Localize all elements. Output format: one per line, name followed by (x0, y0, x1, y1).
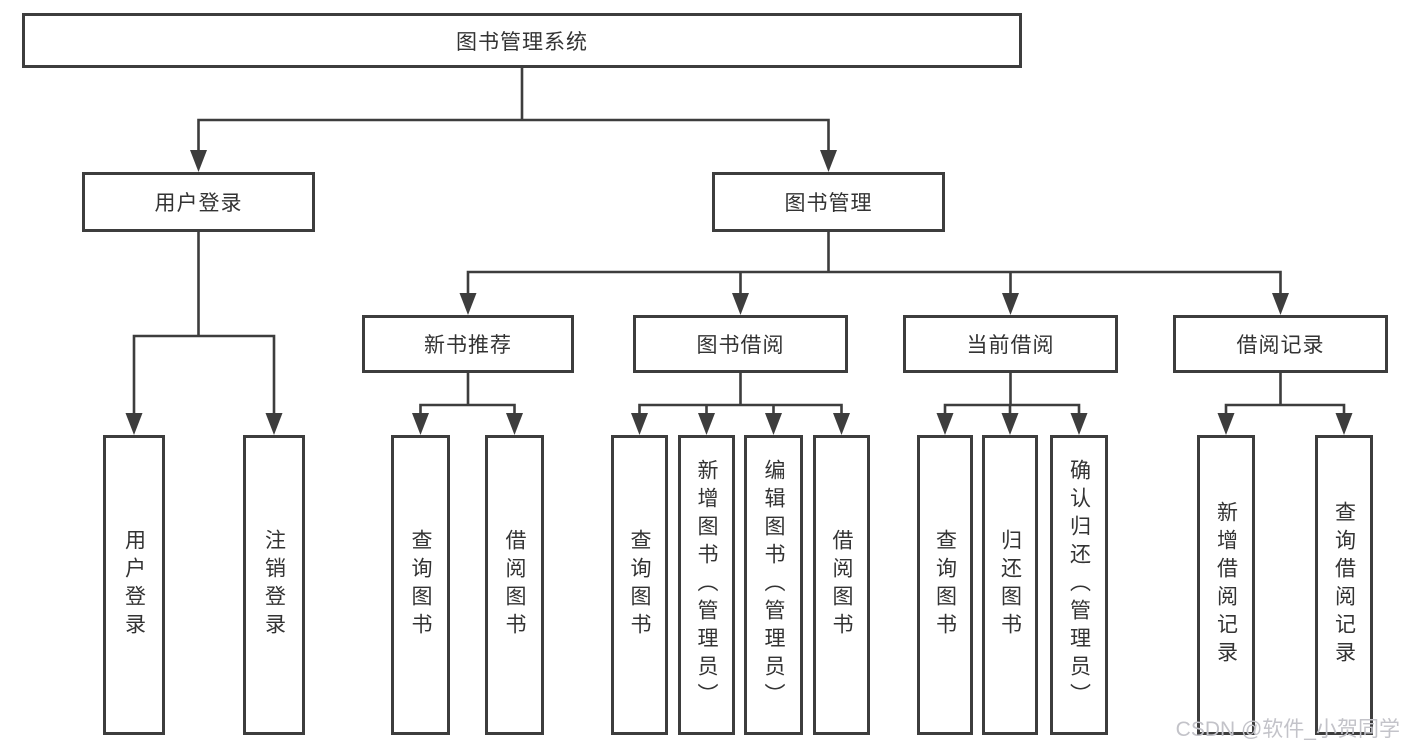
arrowhead-icon (936, 413, 954, 435)
arrowhead-icon (506, 413, 523, 435)
leaf-user-login-label: 用户登录 (122, 529, 146, 641)
arrowhead-icon (631, 413, 648, 435)
leaf-logout-label: 注销登录 (262, 529, 286, 641)
node-book-management: 图书管理 (712, 172, 945, 232)
leaf-add-borrow-record-label: 新增借阅记录 (1214, 501, 1238, 669)
arrowhead-icon (1070, 413, 1088, 435)
arrowhead-icon (265, 413, 283, 435)
node-root: 图书管理系统 (22, 13, 1022, 68)
leaf-borrow-books-2-label: 借阅图书 (830, 529, 853, 641)
leaf-query-books-1-label: 查询图书 (409, 529, 432, 641)
leaf-add-books-admin-label: 新增图书（管理员） (695, 459, 718, 711)
arrowhead-icon (820, 150, 837, 172)
arrowhead-icon (412, 413, 429, 435)
leaf-query-books-1: 查询图书 (391, 435, 450, 735)
arrowhead-icon (1272, 293, 1289, 315)
arrowhead-icon (125, 413, 143, 435)
leaf-query-books-2: 查询图书 (611, 435, 668, 735)
node-current-borrow-label: 当前借阅 (966, 334, 1055, 357)
arrowhead-icon (1001, 413, 1019, 435)
arrowhead-icon (459, 293, 477, 315)
leaf-borrow-books-1: 借阅图书 (485, 435, 544, 735)
leaf-add-borrow-record: 新增借阅记录 (1197, 435, 1255, 735)
node-user-login: 用户登录 (82, 172, 315, 232)
leaf-logout: 注销登录 (243, 435, 305, 735)
leaf-edit-books-admin-label: 编辑图书（管理员） (762, 459, 785, 711)
arrowhead-icon (833, 413, 850, 435)
connector-path (466, 230, 1282, 299)
node-book-borrow: 图书借阅 (633, 315, 848, 373)
connector-path (943, 371, 1081, 419)
connector-path (197, 66, 830, 156)
node-user-login-label: 用户登录 (154, 192, 243, 215)
watermark: CSDN @软件_小贺同学 (1175, 718, 1400, 741)
connector-path (419, 371, 516, 419)
connector-path (638, 371, 843, 419)
node-book-borrow-label: 图书借阅 (696, 334, 785, 357)
leaf-return-books: 归还图书 (982, 435, 1038, 735)
leaf-confirm-return-admin: 确认归还（管理员） (1050, 435, 1108, 735)
node-new-book-recommend: 新书推荐 (362, 315, 574, 373)
leaf-confirm-return-admin-label: 确认归还（管理员） (1067, 459, 1091, 711)
arrowhead-icon (698, 413, 715, 435)
node-borrow-records-label: 借阅记录 (1236, 334, 1325, 357)
leaf-edit-books-admin: 编辑图书（管理员） (744, 435, 803, 735)
arrowhead-icon (1002, 293, 1019, 315)
leaf-user-login: 用户登录 (103, 435, 165, 735)
connector-path (132, 230, 276, 419)
arrowhead-icon (765, 413, 782, 435)
leaf-query-books-3-label: 查询图书 (933, 529, 957, 641)
connector-path (1224, 371, 1346, 419)
node-borrow-records: 借阅记录 (1173, 315, 1388, 373)
arrowhead-icon (732, 293, 749, 315)
node-new-book-recommend-label: 新书推荐 (424, 334, 512, 357)
arrowhead-icon (1335, 413, 1353, 435)
leaf-borrow-books-1-label: 借阅图书 (503, 529, 526, 641)
node-book-management-label: 图书管理 (784, 192, 873, 215)
node-current-borrow: 当前借阅 (903, 315, 1118, 373)
leaf-query-borrow-record: 查询借阅记录 (1315, 435, 1373, 735)
leaf-return-books-label: 归还图书 (998, 529, 1022, 641)
leaf-query-books-2-label: 查询图书 (628, 529, 651, 641)
leaf-add-books-admin: 新增图书（管理员） (678, 435, 735, 735)
leaf-query-books-3: 查询图书 (917, 435, 973, 735)
arrowhead-icon (190, 150, 207, 172)
leaf-query-borrow-record-label: 查询借阅记录 (1332, 501, 1356, 669)
leaf-borrow-books-2: 借阅图书 (813, 435, 870, 735)
arrowhead-icon (1217, 413, 1235, 435)
node-root-label: 图书管理系统 (456, 30, 588, 54)
